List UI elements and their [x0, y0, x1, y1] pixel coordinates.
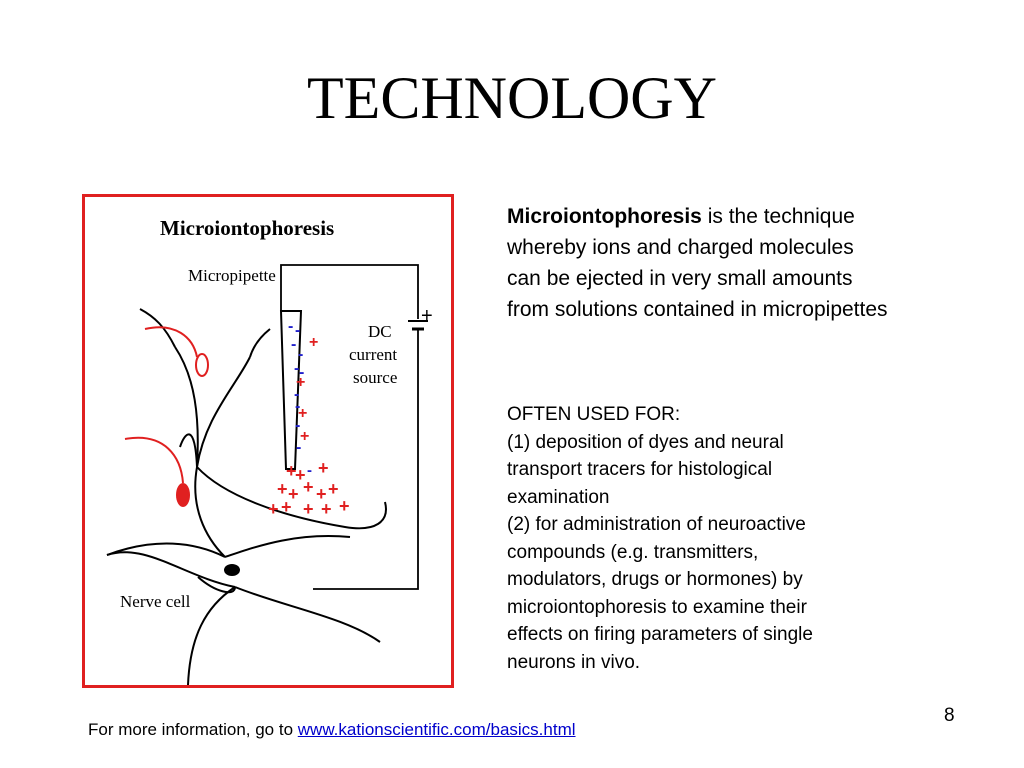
red-soma-filled — [176, 483, 190, 507]
diagram-svg: Microiontophoresis Micropipette DC curre… — [106, 216, 433, 685]
intro-term: Microiontophoresis — [507, 205, 702, 228]
svg-text:+: + — [295, 465, 306, 485]
cell-nucleus — [224, 564, 240, 576]
svg-text:+: + — [277, 479, 288, 499]
uses-line: modulators, drugs or hormones) by — [507, 569, 803, 590]
svg-text:+: + — [268, 499, 279, 519]
svg-text:+: + — [309, 334, 318, 351]
kation-link[interactable]: www.kationscientific.com/basics.html — [297, 720, 576, 739]
red-soma-outline — [195, 353, 209, 377]
svg-text:-: - — [296, 439, 301, 456]
svg-text:+: + — [303, 499, 314, 519]
svg-text:+: + — [339, 496, 350, 516]
svg-text:-: - — [298, 346, 303, 363]
ejected-ions: + + - + + + + + + + + + + + — [268, 458, 350, 519]
uses-line: (1) deposition of dyes and neural — [507, 431, 784, 453]
uses-line: transport tracers for histological — [507, 459, 773, 480]
nerve-cell — [106, 308, 387, 685]
red-axon-1 — [144, 326, 198, 358]
svg-text:+: + — [318, 458, 329, 478]
uses-line: examination — [507, 486, 610, 508]
ions-in-pipette: - - - + - - - + - - + - + - — [288, 318, 318, 456]
intro-paragraph: Microiontophoresis is the technique wher… — [507, 201, 987, 325]
svg-text:+: + — [328, 479, 339, 499]
uses-line: compounds (e.g. transmitters, — [507, 541, 759, 563]
battery-plus-sign: + — [421, 305, 433, 327]
svg-text:+: + — [316, 484, 327, 504]
svg-text:-: - — [291, 336, 296, 353]
circuit-wire-top — [280, 264, 419, 319]
uses-line: effects on firing parameters of single — [507, 624, 813, 645]
intro-line-4: from solutions contained in micropipette… — [507, 298, 888, 321]
intro-line-1: is the technique — [701, 205, 855, 228]
svg-text:+: + — [321, 499, 332, 519]
svg-text:+: + — [288, 484, 299, 504]
slide-title: TECHNOLOGY — [307, 65, 717, 131]
source-label: source — [353, 368, 397, 387]
page-number: 8 — [944, 705, 955, 726]
intro-line-3: can be ejected in very small amounts — [507, 267, 853, 290]
current-label: current — [349, 345, 397, 364]
micropipette — [279, 310, 303, 470]
diagram-heading: Microiontophoresis — [160, 216, 334, 240]
svg-text:+: + — [300, 428, 309, 445]
uses-line: microiontophoresis to examine their — [507, 596, 807, 618]
uses-heading: OFTEN USED FOR: — [507, 404, 681, 425]
dc-label: DC — [368, 322, 392, 341]
nerve-cell-label: Nerve cell — [120, 592, 191, 611]
svg-text:-: - — [299, 364, 304, 381]
footer: For more information, go to www.kationsc… — [88, 720, 576, 740]
svg-text:-: - — [295, 417, 300, 434]
red-axon-2 — [124, 436, 184, 484]
svg-text:+: + — [303, 477, 314, 497]
footer-prefix: For more information, go to — [88, 720, 298, 739]
intro-line-2: whereby ions and charged molecules — [507, 236, 854, 259]
svg-text:-: - — [294, 386, 299, 403]
svg-text:+: + — [296, 374, 305, 391]
circuit-wire-return — [313, 329, 419, 590]
svg-text:+: + — [281, 497, 292, 517]
svg-text:+: + — [298, 405, 307, 422]
uses-list: OFTEN USED FOR: (1) deposition of dyes a… — [507, 401, 907, 676]
micropipette-label: Micropipette — [188, 266, 276, 285]
svg-text:+: + — [286, 461, 297, 481]
svg-text:-: - — [294, 360, 299, 377]
uses-line: (2) for administration of neuroactive — [507, 514, 806, 535]
microiontophoresis-diagram: Microiontophoresis Micropipette DC curre… — [82, 194, 454, 688]
svg-text:-: - — [295, 322, 300, 339]
uses-line: neurons in vivo. — [507, 651, 641, 673]
svg-text:-: - — [288, 318, 293, 335]
svg-text:-: - — [307, 462, 312, 479]
svg-text:-: - — [295, 398, 300, 415]
